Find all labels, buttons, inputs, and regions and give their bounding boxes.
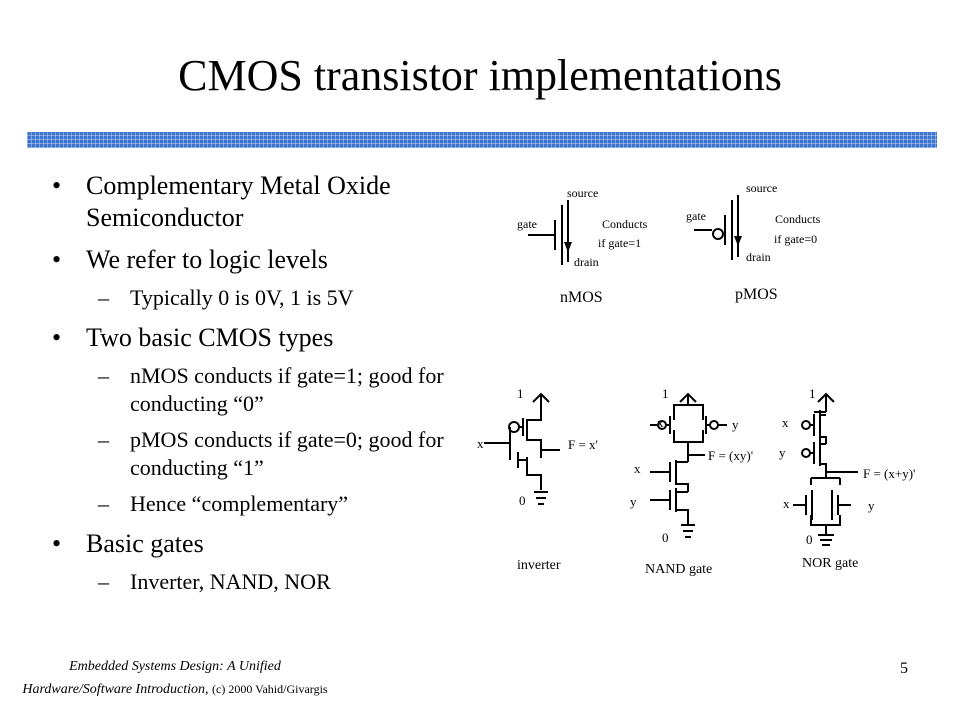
inverter-gnd-label: 0	[519, 493, 526, 508]
sub-bullet-item: –nMOS conducts if gate=1; good for condu…	[48, 362, 468, 418]
nmos-drain-label: drain	[574, 255, 599, 269]
nmos-symbol: source gate drain Conducts if gate=1 nMO…	[517, 186, 648, 306]
sub-bullet-text: nMOS conducts if gate=1; good for conduc…	[130, 363, 444, 416]
dash-icon: –	[98, 363, 109, 388]
dash-icon: –	[98, 427, 109, 452]
sub-bullet-text: Inverter, NAND, NOR	[130, 569, 331, 594]
nor-output-label: F = (x+y)'	[863, 466, 915, 481]
bullet-text: Basic gates	[86, 529, 204, 558]
inverter-input-label: x	[477, 436, 484, 451]
inverter-caption: inverter	[517, 558, 561, 573]
nand-input-x-top: x	[657, 415, 664, 430]
nmos-conducts-label: Conducts	[602, 217, 648, 231]
bullet-dot-icon: •	[52, 171, 62, 200]
slide-footer: Embedded Systems Design: A Unified Hardw…	[0, 656, 350, 701]
bullet-item: • We refer to logic levels	[48, 244, 468, 276]
bullet-item: • Complementary Metal Oxide Semiconductor	[48, 170, 468, 234]
sub-bullet-text: pMOS conducts if gate=0; good for conduc…	[130, 427, 444, 480]
nor-circuit: 1 x y F = (x+y)' x y 0 NOR gate	[779, 386, 915, 571]
nand-caption: NAND gate	[645, 562, 712, 577]
bullet-dot-icon: •	[52, 245, 62, 274]
sub-bullet-item: –Typically 0 is 0V, 1 is 5V	[48, 284, 468, 312]
sub-bullet-item: –pMOS conducts if gate=0; good for condu…	[48, 426, 468, 482]
nor-gnd-label: 0	[806, 532, 813, 547]
nand-input-y-top: y	[732, 417, 739, 432]
sub-bullet-text: Typically 0 is 0V, 1 is 5V	[130, 285, 354, 310]
dash-icon: –	[98, 285, 109, 310]
pmos-symbol: source gate drain Conducts if gate=0 pMO…	[686, 181, 821, 303]
nor-input-x-top: x	[782, 415, 789, 430]
bullet-list: • Complementary Metal Oxide Semiconductor…	[48, 170, 468, 596]
footer-book-subtitle: Hardware/Software Introduction,	[22, 682, 209, 697]
bullet-dot-icon: •	[52, 529, 62, 558]
dash-icon: –	[98, 491, 109, 516]
bullet-text: Complementary Metal Oxide Semiconductor	[86, 171, 391, 232]
pmos-caption: pMOS	[735, 286, 778, 303]
nor-input-x-bottom: x	[783, 496, 790, 511]
bullet-dot-icon: •	[52, 323, 62, 352]
sub-bullet-text: Hence “complementary”	[130, 491, 349, 516]
inverter-circuit: 1 x F = x' 0 inverter	[477, 386, 598, 573]
footer-copyright: (c) 2000 Vahid/Givargis	[212, 682, 328, 696]
sub-bullet-item: –Hence “complementary”	[48, 490, 468, 518]
nor-vdd-label: 1	[809, 386, 816, 401]
nand-vdd-label: 1	[662, 386, 669, 401]
pmos-gate-label: gate	[686, 209, 706, 223]
footer-book-title: Embedded Systems Design: A Unified	[69, 659, 281, 674]
page-number: 5	[900, 660, 908, 677]
nor-input-y-bottom: y	[868, 498, 875, 513]
bullet-text: Two basic CMOS types	[86, 323, 334, 352]
nor-input-y-top: y	[779, 445, 786, 460]
pmos-conducts-label: Conducts	[775, 212, 821, 226]
nmos-condition-label: if gate=1	[598, 236, 641, 250]
nor-caption: NOR gate	[802, 556, 858, 571]
pmos-source-label: source	[746, 181, 777, 195]
nand-input-y-bottom: y	[630, 494, 637, 509]
slide-title: CMOS transistor implementations	[178, 51, 782, 100]
footer-line2: Hardware/Software Introduction, (c) 2000…	[0, 678, 350, 701]
pmos-condition-label: if gate=0	[774, 232, 817, 246]
dash-icon: –	[98, 569, 109, 594]
sub-bullet-item: –Inverter, NAND, NOR	[48, 568, 468, 596]
title-divider-bar	[27, 132, 937, 148]
nand-output-label: F = (xy)'	[708, 448, 753, 463]
bullet-item: • Basic gates	[48, 528, 468, 560]
inverter-output-label: F = x'	[568, 437, 598, 452]
bullet-text: We refer to logic levels	[86, 245, 328, 274]
pmos-drain-label: drain	[746, 250, 771, 264]
inverter-vdd-label: 1	[517, 386, 524, 401]
nand-circuit: 1 x y F = (xy)' x y 0 NAND gate	[630, 386, 753, 577]
nand-input-x-bottom: x	[634, 461, 641, 476]
nand-gnd-label: 0	[662, 530, 669, 545]
nmos-gate-label: gate	[517, 217, 537, 231]
nmos-source-label: source	[567, 186, 598, 200]
nmos-caption: nMOS	[560, 289, 603, 306]
bullet-item: • Two basic CMOS types	[48, 322, 468, 354]
